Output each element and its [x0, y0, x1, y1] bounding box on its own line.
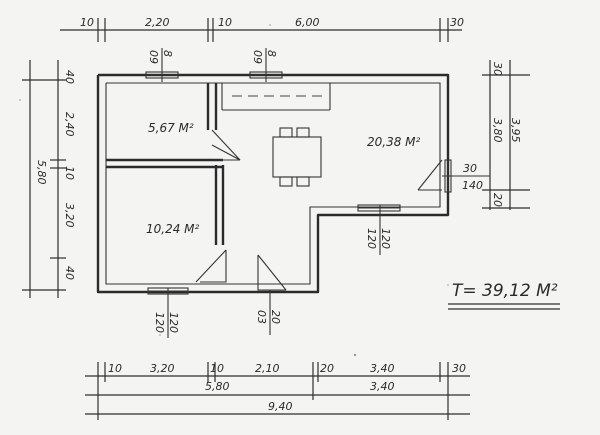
- dining-table: [272, 127, 322, 187]
- bottom-dim-5: 20: [320, 362, 334, 375]
- bottom-dim-left-sum: 5,80: [205, 380, 230, 393]
- bottom-dim-1: 10: [108, 362, 122, 375]
- left-dim-3: 10: [63, 166, 76, 180]
- window-label-right-1: 30: [463, 162, 477, 175]
- top-dim-2: 2,20: [145, 16, 170, 29]
- bottom-dim-2: 3,20: [150, 362, 175, 375]
- bottom-dim-4: 2,10: [255, 362, 280, 375]
- right-dimension-lines: 30 3,80 3,95 20: [482, 60, 530, 210]
- right-dim-total: 3,95: [509, 118, 522, 143]
- outer-walls: [96, 73, 450, 294]
- window-label-bottom-left-2: 120: [167, 312, 180, 333]
- left-dim-5: 40: [63, 266, 76, 280]
- left-dim-total: 5,80: [35, 160, 48, 185]
- opening-labels: 09 8 09 8 30 140 120 120 120 120 03 20: [147, 48, 490, 338]
- windows: [145, 71, 452, 295]
- window-label-bottom-mid-1: 03: [255, 310, 268, 324]
- window-label-top-mid-1: 09: [251, 50, 264, 64]
- bottom-dim-6: 3,40: [370, 362, 395, 375]
- left-dimension-lines: 40 2,40 5,80 10 3,20 40: [22, 60, 76, 298]
- window-label-inner-bottom-2: 120: [379, 228, 392, 249]
- total-area-label: T= 39,12 M²: [452, 281, 558, 301]
- right-dim-3: 20: [491, 193, 504, 207]
- paper-specks: [19, 24, 449, 357]
- window-label-top-left-2: 8: [161, 50, 174, 57]
- window-label-top-left-1: 09: [147, 50, 160, 64]
- kitchen-counter: [221, 83, 331, 111]
- room-area-bath: 5,67 M²: [148, 121, 194, 135]
- right-dim-1: 30: [491, 62, 504, 76]
- total-area-block: T= 39,12 M²: [448, 281, 560, 310]
- top-dim-4: 6,00: [295, 16, 320, 29]
- top-dimension-line: 10 2,20 10 6,00 30: [60, 16, 464, 42]
- bottom-dim-3: 10: [210, 362, 224, 375]
- top-dim-1: 10: [80, 16, 94, 29]
- bottom-dim-total: 9,40: [268, 400, 293, 413]
- top-dim-3: 10: [218, 16, 232, 29]
- left-dim-2: 2,40: [63, 112, 76, 137]
- doors: [195, 129, 443, 291]
- window-label-top-mid-2: 8: [265, 50, 278, 57]
- window-label-bottom-left-1: 120: [153, 312, 166, 333]
- bottom-dim-7: 30: [452, 362, 466, 375]
- bottom-dimension-lines: 10 3,20 10 2,10 20 3,40 30 5,80 3,40 9,4…: [85, 362, 470, 420]
- room-area-living: 20,38 M²: [367, 135, 421, 149]
- top-dim-5: 30: [450, 16, 464, 29]
- interior-walls: [106, 83, 225, 245]
- window-label-bottom-mid-2: 20: [269, 310, 282, 324]
- left-dim-4: 3,20: [63, 203, 76, 228]
- window-label-inner-bottom-1: 120: [365, 228, 378, 249]
- left-dim-1: 40: [63, 70, 76, 84]
- bottom-dim-right-sum: 3,40: [370, 380, 395, 393]
- room-area-bedroom: 10,24 M²: [146, 222, 200, 236]
- window-label-right-2: 140: [462, 179, 483, 192]
- right-dim-2: 3,80: [491, 118, 504, 143]
